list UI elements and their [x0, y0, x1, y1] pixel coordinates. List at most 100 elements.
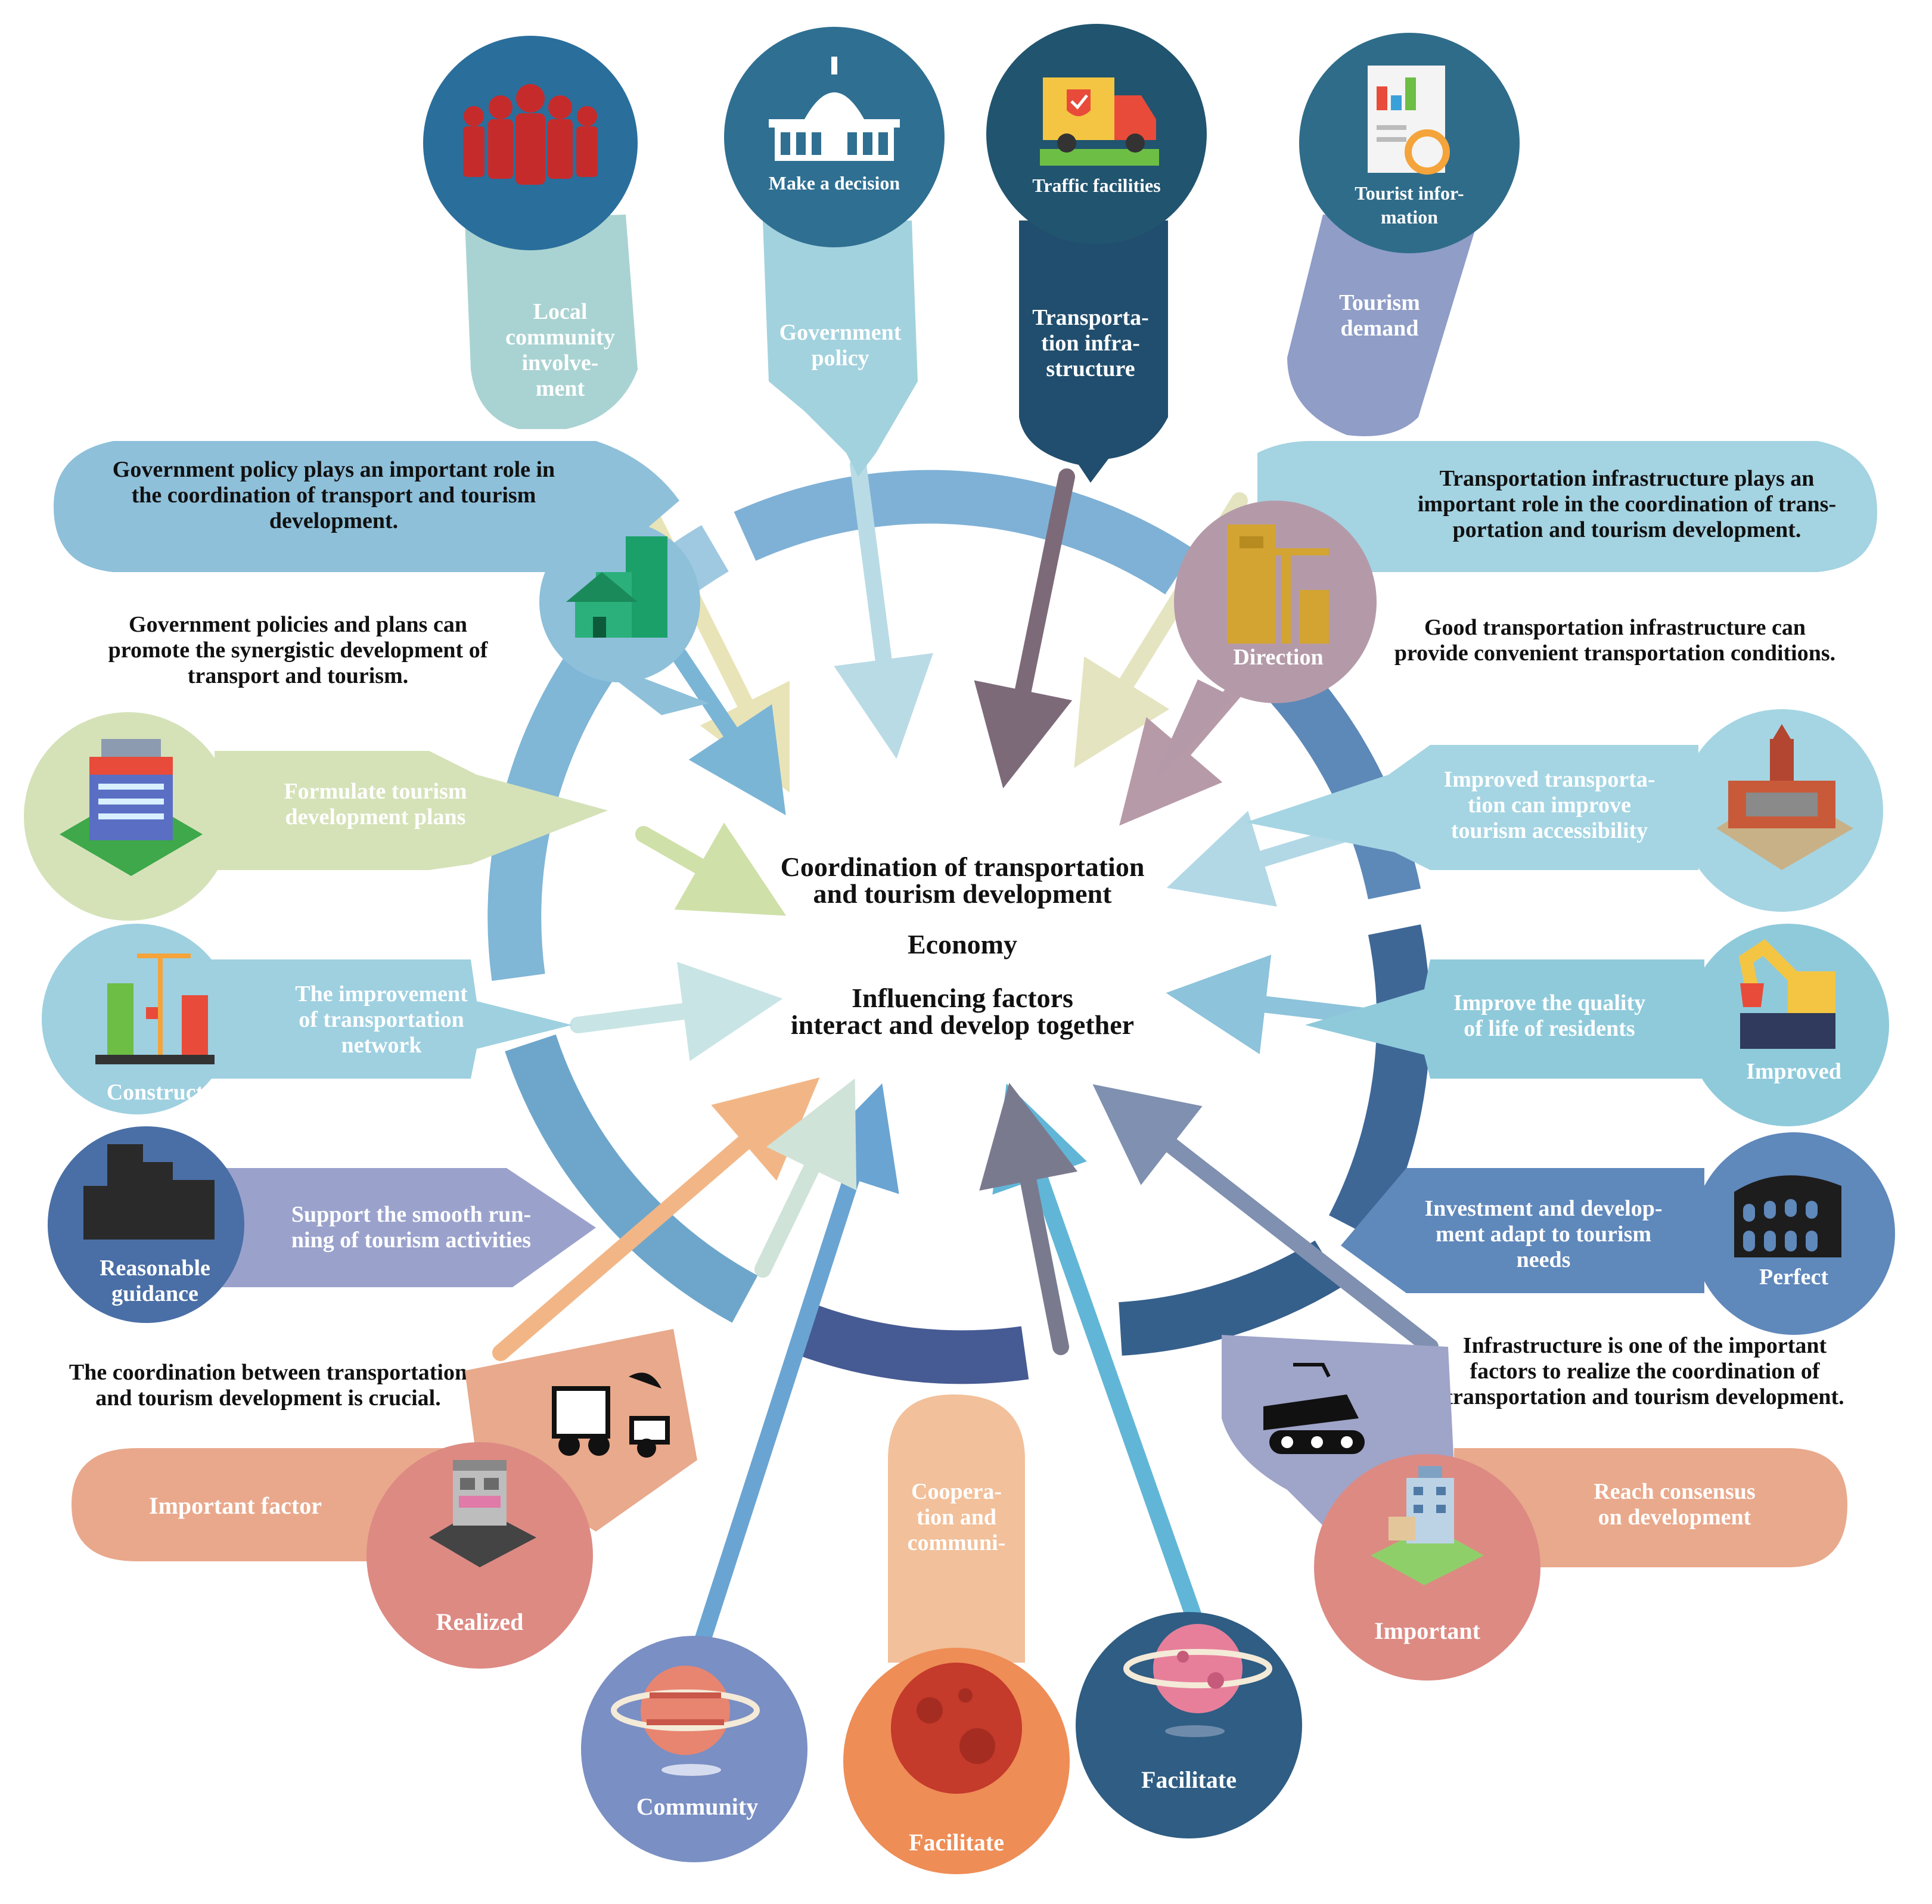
label-accessibility-3: tourism accessibility — [1451, 818, 1648, 843]
stmt-gov-role-3: development. — [269, 508, 398, 533]
label-accessibility-1: Improved transporta- — [1443, 767, 1655, 792]
colosseum-icon — [1734, 1175, 1841, 1257]
left-item-formulate: Formulate tourism development plans — [24, 712, 608, 921]
right-item-accessibility: Improved transporta- tion can improve to… — [1245, 709, 1883, 912]
stmt-crucial-1: The coordination between transportation — [69, 1360, 467, 1385]
pill-label-consensus-1: Reach consensus — [1594, 1479, 1755, 1504]
left-item-support: Reasonable guidance Support the smooth r… — [48, 1126, 596, 1323]
consensus-pill — [1454, 1448, 1847, 1567]
stmt-crucial: The coordination between transportation … — [69, 1360, 467, 1411]
pill-label-consensus-2: on development — [1598, 1505, 1751, 1530]
label-formulate-1: Formulate tourism — [284, 779, 467, 804]
bottom-item-community: Community — [581, 1636, 807, 1862]
arrow-cooperation — [754, 1078, 857, 1278]
truck-icon — [1040, 77, 1159, 166]
circle-label-community-bottom: Community — [636, 1793, 758, 1820]
excavator-icon — [1738, 939, 1835, 1049]
stmt-infrastructure-1: Infrastructure is one of the important — [1463, 1333, 1827, 1358]
center-factors-line1: Influencing factors — [852, 983, 1073, 1013]
label-government-1: Government — [779, 320, 902, 345]
house-building-icon — [566, 536, 667, 638]
cooperation-pill — [888, 1394, 1025, 1663]
left-item-network: Construct The improvement of transportat… — [42, 924, 572, 1114]
stmt-trans-good-1: Good transportation infrastructure can — [1424, 615, 1806, 640]
circle-label-realized: Realized — [436, 1608, 524, 1635]
pill-label-cooperation-3: communi- — [908, 1530, 1006, 1555]
arrow-transport — [974, 468, 1075, 788]
label-support-1: Support the smooth run- — [291, 1202, 531, 1227]
label-investment-3: needs — [1517, 1247, 1571, 1272]
capitol-building-icon — [769, 57, 900, 161]
label-network-2: of transportation — [299, 1007, 464, 1032]
label-investment-1: Investment and develop- — [1424, 1196, 1662, 1221]
arrow-center-bottom — [979, 1083, 1078, 1355]
arrow-crucial — [492, 1077, 820, 1361]
circle-network — [42, 924, 232, 1114]
arrow-gov-plans — [671, 647, 786, 815]
label-formulate-2: development plans — [285, 805, 466, 830]
label-government-2: policy — [811, 346, 869, 371]
label-transport-3: structure — [1046, 356, 1135, 381]
circle-label-quality: Improved — [1746, 1059, 1841, 1084]
isometric-station-icon — [1716, 724, 1853, 870]
stmt-gov-role-2: the coordination of transport and touris… — [132, 483, 536, 508]
right-item-investment: Perfect Investment and develop- ment ada… — [1341, 1132, 1895, 1335]
skyscrapers-icon — [83, 1144, 215, 1240]
office-building-icon — [1371, 1466, 1484, 1585]
arrow-facilitate-right — [992, 1083, 1212, 1653]
isometric-shop-icon — [429, 1460, 536, 1567]
label-network-1: The improvement — [295, 981, 468, 1007]
label-transport-1: Transporta- — [1032, 305, 1149, 330]
circle-label-direction: Direction — [1233, 645, 1323, 670]
label-community-2: community — [505, 325, 615, 350]
circle-label-demand-1: Tourist infor- — [1355, 182, 1464, 204]
mars-planet-icon — [891, 1663, 1022, 1794]
drop-government — [763, 220, 918, 477]
label-quality-1: Improve the quality — [1453, 990, 1645, 1015]
stmt-gov-plans-2: promote the synergistic development of — [108, 638, 489, 663]
arrow-government — [834, 456, 933, 759]
drop-demand — [1287, 215, 1478, 436]
stmt-gov-plans-1: Government policies and plans can — [129, 612, 467, 637]
pink-planet-icon — [1123, 1624, 1272, 1737]
arrow-community-bottom — [689, 1083, 899, 1665]
top-item-government: Make a decision Government policy — [724, 27, 945, 477]
center-economy: Economy — [908, 929, 1017, 959]
circle-label-investment: Perfect — [1759, 1265, 1828, 1290]
bottom-item-realized: Important factor Realized — [72, 1329, 697, 1669]
pill-label-cooperation-1: Coopera- — [911, 1479, 1002, 1504]
stmt-trans-good-2: provide convenient transportation condit… — [1394, 641, 1835, 666]
stmt-trans-good: Good transportation infrastructure can p… — [1394, 615, 1835, 666]
arrow-network — [570, 961, 783, 1061]
center-title-line1: Coordination of transportation — [781, 852, 1145, 882]
bottom-item-facilitate-center: Coopera- tion and communi- Facilitate — [843, 1394, 1070, 1874]
circle-label-support-2: guidance — [111, 1281, 198, 1306]
label-community-1: Local — [533, 299, 588, 324]
stmt-crucial-2: and tourism development is crucial. — [95, 1386, 440, 1411]
pill-label-realized: Important factor — [149, 1492, 322, 1519]
label-community-4: ment — [536, 376, 585, 401]
arrow-investment — [1092, 1084, 1439, 1355]
label-support-2: ning of tourism activities — [291, 1228, 531, 1253]
bottom-item-important: Reach consensus on development Important — [1222, 1335, 1847, 1681]
banner-trans-role: Direction Transportation infrastructure … — [1150, 441, 1877, 787]
stmt-trans-role-2: important role in the coordination of tr… — [1418, 492, 1836, 517]
circle-label-network: Construct — [107, 1080, 204, 1105]
stmt-infrastructure: Infrastructure is one of the important f… — [1445, 1333, 1844, 1409]
label-transport-2: tion infra- — [1041, 331, 1140, 356]
people-icon — [463, 84, 598, 185]
rover-robot-icon — [552, 1372, 670, 1458]
label-investment-2: ment adapt to tourism — [1436, 1222, 1651, 1247]
stmt-trans-role-3: portation and tourism development. — [1453, 517, 1801, 542]
realized-pill — [72, 1448, 453, 1561]
circle-label-transport: Traffic facilities — [1032, 175, 1160, 196]
top-item-transport: Traffic facilities Transporta- tion infr… — [986, 24, 1207, 483]
circle-label-support-1: Reasonable — [100, 1256, 210, 1281]
label-quality-2: of life of residents — [1464, 1016, 1635, 1041]
label-community-3: involve- — [522, 350, 599, 375]
label-accessibility-2: tion can improve — [1468, 793, 1631, 818]
top-item-community: Local community involve- ment — [423, 36, 638, 429]
label-demand-2: demand — [1341, 316, 1419, 341]
label-demand-1: Tourism — [1339, 290, 1420, 315]
drop-transport — [1019, 220, 1168, 483]
